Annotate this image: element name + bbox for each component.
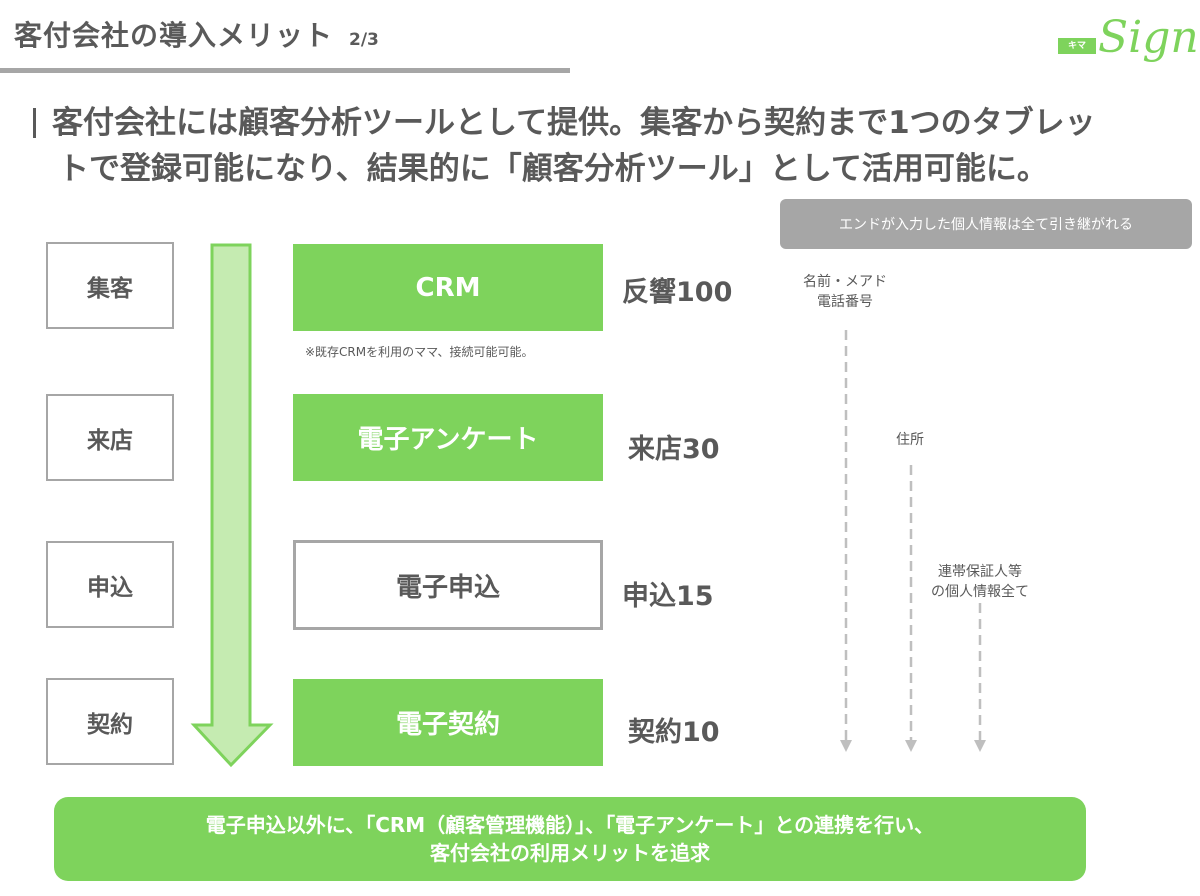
headline: 客付会社には顧客分析ツールとして提供。集客から契約まで1つのタブレッ トで登録可… — [52, 100, 1192, 192]
label-name-contact: 名前・メアド 電話番号 — [803, 274, 887, 310]
stage-box-visit: 来店 — [46, 394, 174, 481]
crm-note: ※既存CRMを利用のママ、接続可能可能。 — [305, 345, 534, 359]
info-banner: エンドが入力した個人情報は全て引き継がれる — [780, 199, 1192, 249]
metric-response: 反響100 — [622, 277, 733, 308]
title-underline — [0, 68, 570, 73]
tool-application: 電子申込 — [293, 540, 603, 630]
brand-logo: キマRoom! Sign — [1058, 16, 1199, 82]
arrowhead-name — [840, 740, 852, 752]
arrowhead-address — [905, 740, 917, 752]
logo-wordmark: Sign — [1098, 12, 1199, 63]
page-header: 客付会社の導入メリット 2/3 — [14, 14, 379, 64]
metric-contract: 契約10 — [628, 717, 720, 748]
stage-box-contract: 契約 — [46, 678, 174, 765]
page-title: 客付会社の導入メリット — [14, 19, 334, 52]
label-address: 住所 — [896, 432, 924, 448]
label-guarantor: 連帯保証人等 の個人情報全て — [931, 564, 1029, 600]
tool-survey: 電子アンケート — [293, 394, 603, 481]
metric-visit: 来店30 — [628, 434, 720, 465]
tool-crm: CRM — [293, 244, 603, 331]
page-number: 2/3 — [349, 30, 379, 50]
stage-box-apply: 申込 — [46, 541, 174, 628]
headline-line-2: トで登録可能になり、結果的に「顧客分析ツール」として活用可能に。 — [58, 151, 1048, 187]
footer-line-1: 電子申込以外に、「CRM（顧客管理機能）」、「電子アンケート」との連携を行い、 — [205, 813, 935, 837]
headline-marker — [33, 108, 36, 138]
headline-line-1: 客付会社には顧客分析ツールとして提供。集客から契約まで1つのタブレッ — [52, 105, 1096, 141]
stage-box-attract: 集客 — [46, 242, 174, 329]
flow-down-arrow — [190, 243, 274, 768]
inheritance-lines — [840, 330, 986, 752]
logo-badge: キマRoom! — [1058, 38, 1096, 67]
footer-line-2: 客付会社の利用メリットを追求 — [430, 841, 710, 865]
footer-banner: 電子申込以外に、「CRM（顧客管理機能）」、「電子アンケート」との連携を行い、 … — [54, 797, 1086, 881]
arrowhead-guarantor — [974, 740, 986, 752]
metric-apply: 申込15 — [622, 581, 714, 612]
tool-contract: 電子契約 — [293, 679, 603, 766]
